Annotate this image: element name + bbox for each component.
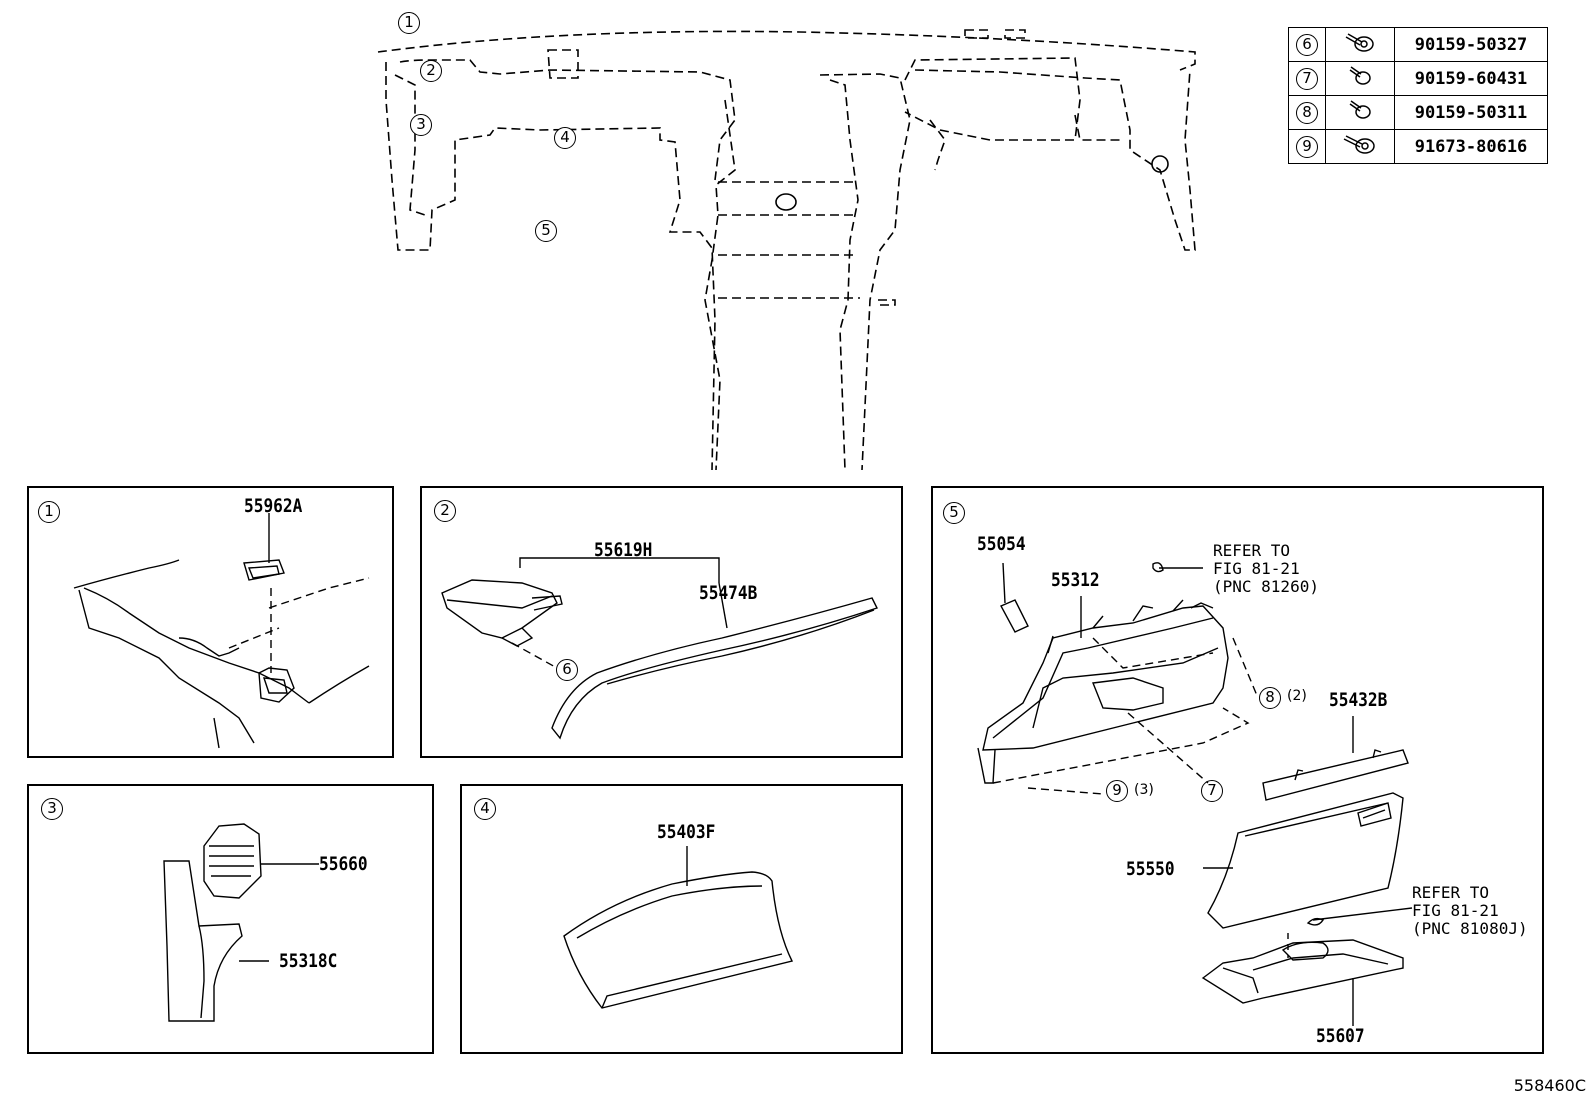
panel-callout: 2 [434,500,456,522]
detail-panel-2: 2 55619H 55474B 6 [420,486,903,758]
detail-panel-1: 1 55962A [27,486,394,758]
fastener-callout: 6 [1296,33,1318,56]
duct-and-garnish-drawing [441,557,878,740]
fastener-row: 7 90159-60431 [1288,61,1548,96]
part-label-55318C: 55318C [279,950,338,972]
overview-callout-2: 2 [420,60,442,82]
panel-callout-6: 6 [556,659,578,681]
figure-code: 558460C [1513,1076,1586,1095]
bolt-washer-icon [1345,32,1374,52]
fastener-row: 8 90159-50311 [1288,95,1548,130]
fastener-row: 9 91673-80616 [1288,129,1548,164]
quantity-9: (3) [1134,782,1154,798]
part-label-55962A: 55962A [244,495,303,517]
part-label-55619H: 55619H [594,539,653,561]
overview-callout-1: 1 [398,12,420,34]
fastener-part-number: 90159-50327 [1394,27,1548,62]
part-label-55312: 55312 [1051,569,1100,591]
detail-panel-5: 5 55054 55312 55432B 55550 55607 REFER T… [931,486,1544,1054]
fastener-row: 6 90159-50327 [1288,27,1548,62]
panel-callout-9: 9 [1106,780,1128,802]
part-label-55403F: 55403F [657,821,716,843]
overview-callout-5: 5 [535,220,557,242]
part-label-55607: 55607 [1316,1025,1365,1047]
part-label-55054: 55054 [977,533,1026,555]
overview-callout-3: 3 [410,114,432,136]
fastener-callout: 9 [1296,135,1318,158]
fastener-part-number: 90159-60431 [1394,61,1548,96]
panel-callout-8: 8 [1259,687,1281,709]
fastener-table: 6 90159-50327 7 90159-60431 8 90159-5031… [1288,27,1548,164]
quantity-8: (2) [1287,688,1307,704]
panel-callout: 5 [943,502,965,524]
detail-panel-4: 4 55403F [460,784,903,1054]
screw-icon [1349,99,1371,119]
fastener-part-number: 90159-50311 [1394,95,1548,130]
refer-note-81080J: REFER TO FIG 81-21 (PNC 81080J) [1412,883,1528,938]
bolt-washer-icon [1343,134,1375,154]
panel-callout: 1 [38,501,60,523]
part-label-55660: 55660 [319,853,368,875]
fastener-callout: 8 [1296,101,1318,124]
screw-icon [1349,65,1371,85]
panel-callout-7: 7 [1201,780,1223,802]
side-register-drawing [163,823,319,1022]
upper-pad-drawing [73,513,370,749]
part-label-55550: 55550 [1126,858,1175,880]
overview-callout-4: 4 [554,127,576,149]
part-label-55474B: 55474B [699,582,758,604]
fastener-part-number: 91673-80616 [1394,129,1548,164]
lower-panel-drawing [563,846,794,1009]
refer-note-81260: REFER TO FIG 81-21 (PNC 81260) [1213,541,1319,596]
panel-callout: 3 [41,798,63,820]
panel-callout: 4 [474,798,496,820]
fastener-callout: 7 [1296,67,1318,90]
part-label-55432B: 55432B [1329,689,1388,711]
detail-panel-3: 3 55660 55318C [27,784,434,1054]
glove-box-assembly-drawing [977,562,1413,1026]
